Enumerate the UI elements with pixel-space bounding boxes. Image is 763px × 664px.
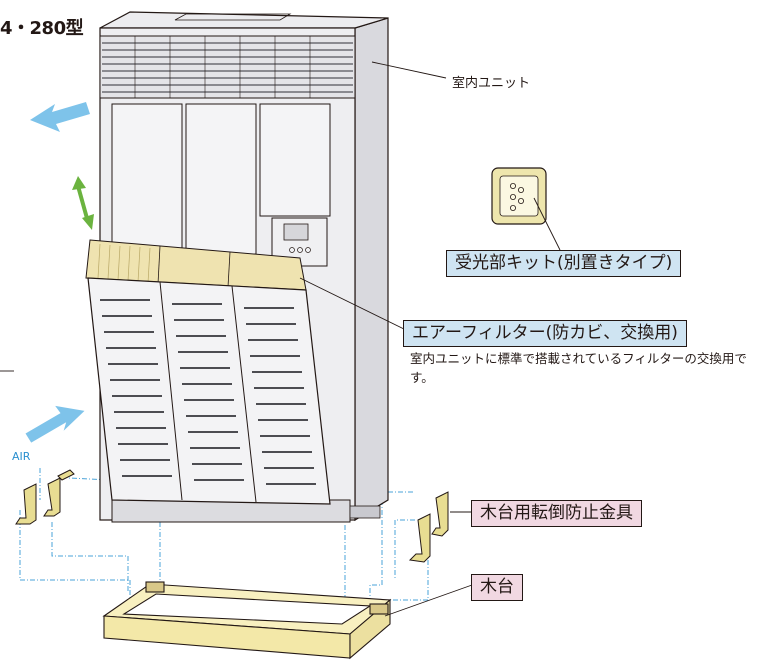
wooden-stand-label: 木台 (471, 574, 523, 601)
receiver-kit-icon (491, 167, 547, 225)
outflow-arrow-icon (30, 102, 90, 132)
front-grille (87, 277, 331, 505)
air-label: AIR (12, 450, 31, 463)
anti-tip-brackets (15, 469, 449, 563)
leader-lines (0, 61, 561, 617)
stand-bracket-label: 木台用転倒防止金具 (471, 500, 642, 527)
air-filter-description: 室内ユニットに標準で搭載されているフィルターの交換用です。 (410, 351, 747, 385)
swing-arrow-icon (72, 176, 94, 230)
model-title: 4・280型 (0, 18, 84, 39)
inflow-arrow-icon (25, 405, 85, 443)
receiver-kit-label: 受光部キット(別置きタイプ) (446, 250, 682, 277)
air-filter-label: エアーフィルター(防カビ、交換用) (403, 320, 687, 347)
wooden-stand (102, 581, 392, 660)
indoor-unit-label: 室内ユニット (452, 76, 531, 91)
